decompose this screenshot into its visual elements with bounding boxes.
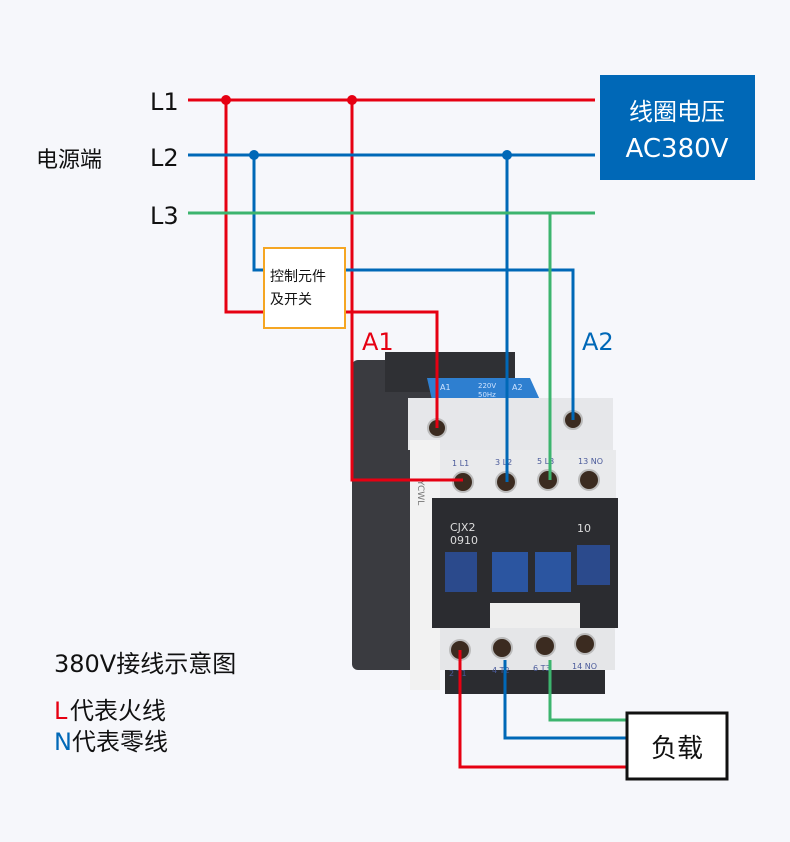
armature-right (535, 552, 571, 592)
power-source-label: 电源端 (36, 148, 102, 173)
model-line2: 0910 (450, 534, 478, 547)
legend-l-letter: L (54, 697, 68, 725)
terminal-label-l3: 5 L3 (537, 457, 554, 466)
terminal-13-screw (578, 469, 600, 491)
coil-rating-voltage: 220V (478, 382, 496, 390)
coil-label-a2: A2 (512, 383, 523, 392)
wire-control-to-a1 (345, 310, 439, 428)
bottom-feet (445, 670, 605, 694)
terminal-label-t1: 2 T1 (449, 669, 467, 678)
legend-l-text: 代表火线 (70, 697, 166, 725)
control-element-box (263, 247, 346, 329)
legend-title: 380V接线示意图 (54, 650, 236, 678)
coil-voltage-value: AC380V (626, 134, 729, 164)
wire-t2-to-load (503, 660, 628, 740)
line-label-l2: L2 (150, 144, 179, 172)
terminal-label-t2: 4 T2 (492, 666, 510, 675)
control-box-line1: 控制元件 (270, 269, 326, 285)
brand-label: YCWL (415, 479, 425, 505)
coil-rating-frequency: 50Hz (478, 391, 496, 399)
junction-dot (249, 150, 259, 160)
junction-dot (221, 95, 231, 105)
junction-dot (347, 95, 357, 105)
junction-dot (502, 150, 512, 160)
terminal-label-l1: 1 L1 (452, 459, 469, 468)
wire-t3-to-load (548, 660, 628, 722)
terminal-t3-screw (534, 635, 556, 657)
coil-voltage-title: 线圈电压 (629, 98, 725, 126)
wire-l1-to-control (224, 100, 264, 314)
terminal-t2-screw (491, 637, 513, 659)
contactor: A1 220V 50Hz A2 YCWL CJX2 0910 10 (352, 352, 618, 694)
model-line1: CJX2 (450, 521, 475, 534)
wire-t1-to-load (458, 650, 628, 769)
indicator-right (577, 545, 610, 585)
coil-voltage-box (600, 75, 755, 180)
wire-l2-to-control (252, 155, 264, 272)
line-label-l1: L1 (150, 88, 179, 116)
terminal-label-13: 13 NO (578, 457, 603, 466)
terminal-label-l2: 3 L2 (495, 458, 512, 467)
indicator-left (445, 552, 477, 592)
coil-label-a1: A1 (440, 383, 451, 392)
legend-n-letter: N (54, 728, 72, 756)
a2-label: A2 (582, 328, 614, 356)
line-label-l3: L3 (150, 202, 179, 230)
terminal-l1-screw (452, 471, 474, 493)
terminal-label-14: 14 NO (572, 662, 597, 671)
coil-label-plate (427, 378, 540, 400)
wire-control-to-a2 (345, 268, 575, 420)
terminal-label-t3: 6 T3 (533, 664, 551, 673)
contact-code: 10 (577, 522, 591, 535)
control-box-line2: 及开关 (270, 292, 312, 308)
terminal-14-screw (574, 633, 596, 655)
wire-l1-to-terminal1 (350, 100, 463, 482)
armature-left (492, 552, 528, 592)
load-box (625, 711, 729, 781)
legend-n-text: 代表零线 (72, 728, 168, 756)
terminal-l3-screw (537, 469, 559, 491)
load-label: 负载 (651, 734, 703, 764)
a1-label: A1 (362, 328, 394, 356)
